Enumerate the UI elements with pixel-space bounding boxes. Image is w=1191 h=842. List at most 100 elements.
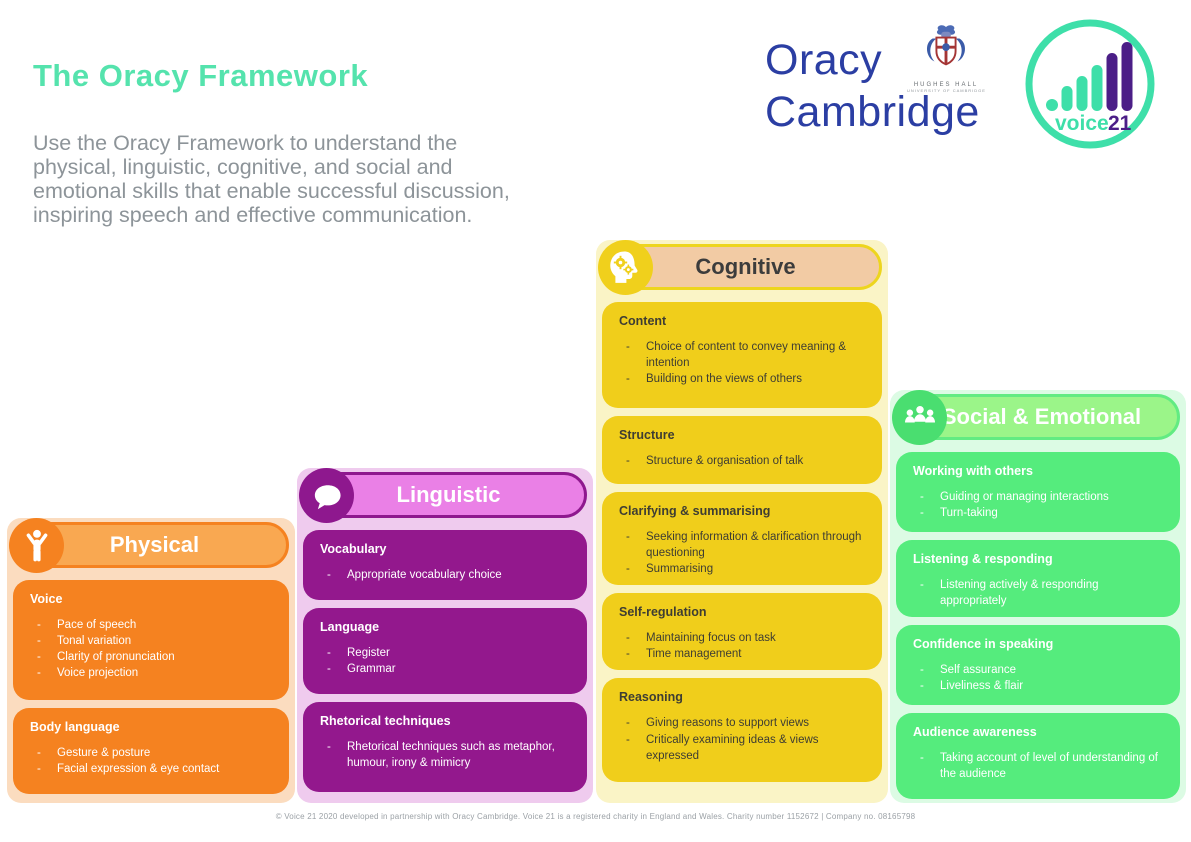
crest-subcaption: UNIVERSITY OF CAMBRIDGE	[907, 88, 986, 93]
card-structure: Structure Structure & organisation of ta…	[602, 416, 882, 484]
column-social-emotional: Social & Emotional Working with others G…	[890, 390, 1186, 803]
bullet-item: Taking account of level of understanding…	[913, 750, 1166, 782]
speech-bubble-icon	[299, 468, 354, 523]
bullet-list: Gesture & posture Facial expression & ey…	[30, 745, 275, 777]
bullet-list: Self assurance Liveliness & flair	[913, 662, 1166, 694]
card-heading: Structure	[619, 428, 675, 442]
bullet-item: Rhetorical techniques such as metaphor, …	[320, 739, 573, 771]
bullet-list: Giving reasons to support views Critical…	[619, 715, 868, 763]
bullet-list: Seeking information & clarification thro…	[619, 529, 868, 577]
hughes-hall-crest: HUGHES HALL UNIVERSITY OF CAMBRIDGE	[907, 24, 985, 93]
card-heading: Self-regulation	[619, 605, 707, 620]
card-content: Content Choice of content to convey mean…	[602, 302, 882, 408]
bullet-item: Critically examining ideas & views expre…	[619, 732, 868, 764]
svg-text:21: 21	[1108, 112, 1132, 135]
column-social-emotional-header: Social & Emotional	[892, 390, 1181, 445]
bullet-item: Maintaining focus on task	[619, 630, 868, 646]
column-title: Linguistic	[396, 482, 501, 507]
card-reasoning: Reasoning Giving reasons to support view…	[602, 678, 882, 783]
bullet-item: Facial expression & eye contact	[30, 761, 275, 777]
card-heading: Rhetorical techniques	[320, 714, 451, 728]
card-voice: Voice Pace of speech Tonal variation Cla…	[13, 580, 289, 700]
bullet-item: Voice projection	[30, 665, 275, 681]
card-heading: Voice	[30, 592, 63, 606]
bullet-item: Turn-taking	[913, 505, 1166, 521]
card-self-regulation: Self-regulation Maintaining focus on tas…	[602, 593, 882, 671]
card-heading: Confidence in speaking	[913, 637, 1054, 652]
card-body-language: Body language Gesture & posture Facial e…	[13, 708, 289, 794]
bullet-item: Self assurance	[913, 662, 1166, 678]
crest-icon	[926, 25, 966, 66]
card-vocabulary: Vocabulary Appropriate vocabulary choice	[303, 530, 587, 600]
bullet-item: Time management	[619, 646, 868, 662]
bullet-item: Listening actively & responding appropri…	[913, 577, 1166, 609]
bullet-list: Choice of content to convey meaning & in…	[619, 339, 868, 387]
column-cognitive-title-pill: Cognitive	[609, 244, 882, 290]
column-cognitive-header: Cognitive	[598, 240, 883, 295]
card-heading: Content	[619, 314, 667, 328]
card-heading: Reasoning	[619, 690, 683, 705]
voice21-logo: voice 21	[1022, 16, 1158, 152]
card-listening-responding: Listening & responding Listening activel…	[896, 540, 1180, 618]
bullet-list: Pace of speech Tonal variation Clarity o…	[30, 617, 275, 681]
bullet-item: Register	[320, 645, 573, 661]
person-icon	[9, 518, 64, 573]
card-heading: Body language	[30, 720, 120, 734]
column-title: Cognitive	[695, 254, 796, 279]
bullet-list: Listening actively & responding appropri…	[913, 577, 1166, 609]
column-physical-title-pill: Physical	[20, 522, 289, 568]
card-heading: Audience awareness	[913, 725, 1037, 740]
crest-caption: HUGHES HALL	[913, 82, 979, 88]
column-social-emotional-title-pill: Social & Emotional	[903, 394, 1180, 440]
column-title: Social & Emotional	[941, 404, 1142, 429]
people-icon	[892, 390, 947, 445]
card-rhetorical-techniques: Rhetorical techniques Rhetorical techniq…	[303, 702, 587, 792]
card-language: Language Register Grammar	[303, 608, 587, 694]
card-heading: Vocabulary	[320, 542, 387, 556]
bullet-item: Guiding or managing interactions	[913, 489, 1166, 505]
footer-text: © Voice 21 2020 developed in partnership…	[275, 812, 916, 821]
column-linguistic-title-pill: Linguistic	[310, 472, 587, 518]
bullet-list: Appropriate vocabulary choice	[320, 567, 573, 583]
column-title: Physical	[109, 532, 200, 557]
card-heading: Listening & responding	[913, 552, 1053, 566]
bullet-item: Seeking information & clarification thro…	[619, 529, 868, 561]
card-heading: Working with others	[913, 464, 1033, 478]
bullet-item: Appropriate vocabulary choice	[320, 567, 573, 583]
voice21-bars-icon: voice 21	[1025, 19, 1155, 149]
card-clarifying-summarising: Clarifying & summarising Seeking informa…	[602, 492, 882, 586]
column-physical: Physical Voice Pace of speech Tonal vari…	[7, 518, 295, 803]
bullet-list: Structure & organisation of talk	[619, 453, 868, 469]
bullet-item: Choice of content to convey meaning & in…	[619, 339, 868, 371]
bullet-item: Grammar	[320, 661, 573, 677]
bullet-item: Pace of speech	[30, 617, 275, 633]
bullet-list: Rhetorical techniques such as metaphor, …	[320, 739, 573, 771]
column-linguistic-header: Linguistic	[299, 468, 588, 523]
column-cognitive: Cognitive	[596, 240, 888, 803]
card-confidence-in-speaking: Confidence in speaking Self assurance Li…	[896, 625, 1180, 706]
intro-text: Use the Oracy Framework to understand th…	[33, 131, 510, 228]
bullet-item: Building on the views of others	[619, 371, 868, 387]
bullet-item: Giving reasons to support views	[619, 715, 868, 731]
bullet-item: Gesture & posture	[30, 745, 275, 761]
bullet-list: Guiding or managing interactions Turn-ta…	[913, 489, 1166, 521]
bullet-item: Structure & organisation of talk	[619, 453, 868, 469]
bullet-item: Tonal variation	[30, 633, 275, 649]
svg-text:voice: voice	[1055, 112, 1109, 135]
bullet-item: Clarity of pronunciation	[30, 649, 275, 665]
bullet-list: Taking account of level of understanding…	[913, 750, 1166, 782]
card-working-with-others: Working with others Guiding or managing …	[896, 452, 1180, 532]
oracy-cambridge-logo: Oracy Cambridge HUGHES HALL UNIVERSITY O…	[765, 25, 1000, 138]
card-heading: Language	[320, 620, 380, 634]
bullet-list: Maintaining focus on task Time managemen…	[619, 630, 868, 662]
head-gears-icon	[598, 240, 653, 295]
bullet-item: Liveliness & flair	[913, 678, 1166, 694]
bullet-item: Summarising	[619, 561, 868, 577]
oracy-logo-line1: Oracy	[765, 36, 883, 84]
card-heading: Clarifying & summarising	[619, 504, 771, 518]
card-audience-awareness: Audience awareness Taking account of lev…	[896, 713, 1180, 800]
column-linguistic: Linguistic Vocabulary Appropriate vocabu…	[297, 468, 593, 803]
bullet-list: Register Grammar	[320, 645, 573, 677]
oracy-logo-line2: Cambridge	[765, 88, 980, 136]
